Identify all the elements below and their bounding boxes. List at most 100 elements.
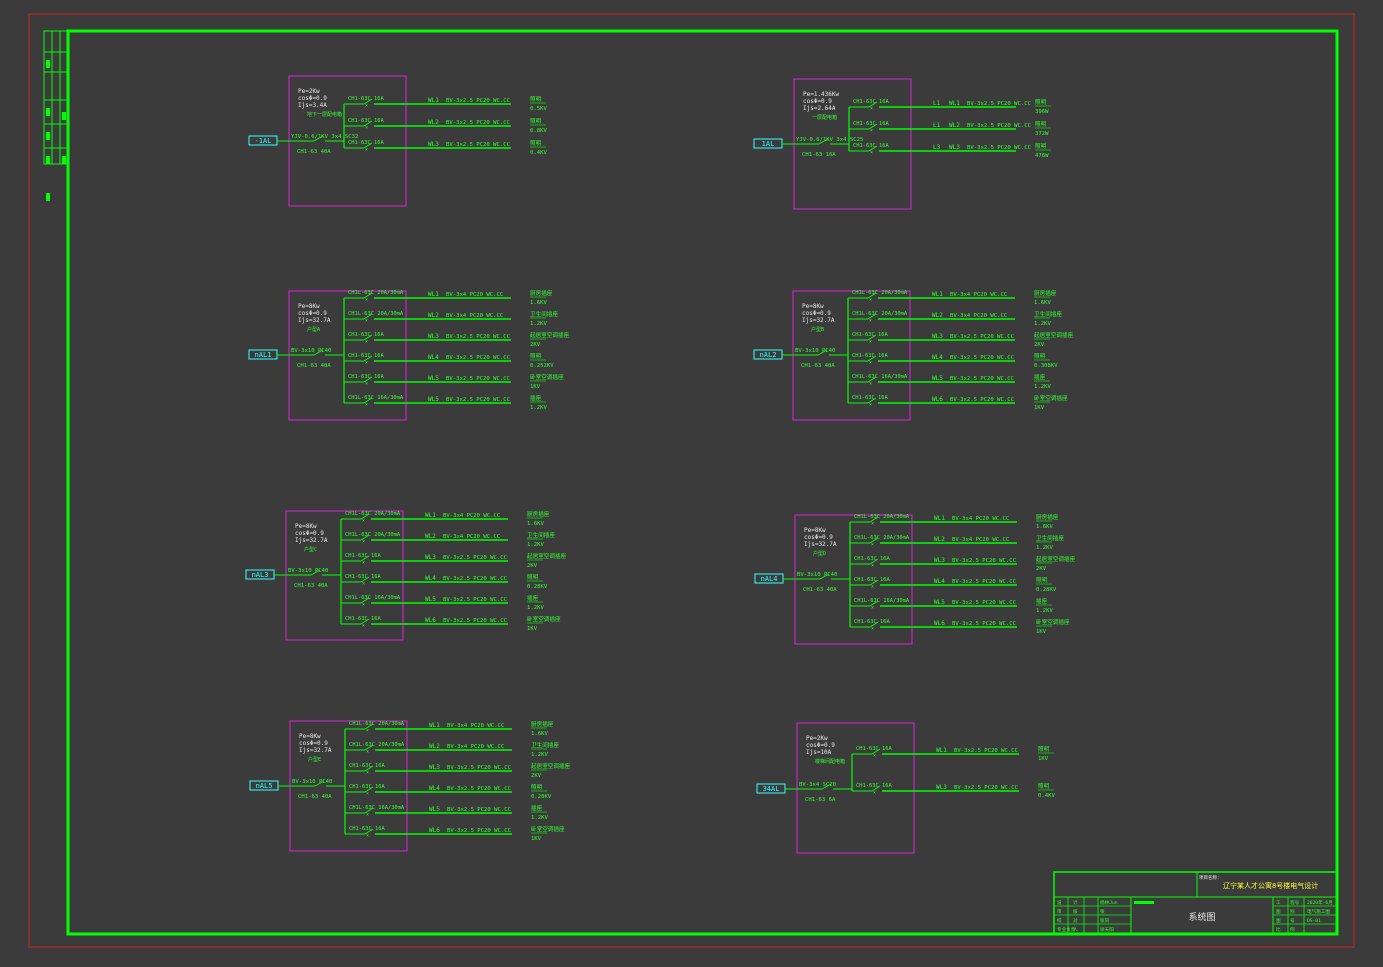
title-cell: 计: [1073, 899, 1078, 906]
branch-breaker: CH1-63C 16A: [345, 553, 381, 559]
branch-switch: [363, 313, 373, 320]
switch-mark: ×: [870, 128, 873, 134]
branch-power: 0.28KV: [531, 794, 552, 800]
branch-cable: BV-3x2.5 PC20 WC.CC: [446, 120, 510, 126]
switch-mark: ×: [871, 626, 874, 632]
branch-power: 1.2KV: [1036, 608, 1053, 614]
title-block-frame: [1053, 871, 1338, 935]
branch-breaker: CH1-63C 16A: [348, 332, 384, 338]
branch-power: 0.4KV: [530, 150, 547, 156]
strip-mark: [46, 108, 50, 116]
branch-circuit-id: WL4: [428, 354, 439, 361]
branch-power: 1.6KV: [1034, 300, 1051, 306]
branch-circuit-id: WL4: [429, 785, 440, 792]
branch-load: 起居室空调插座: [531, 762, 571, 770]
branch-breaker: CH1-63C 16A: [853, 99, 889, 105]
branch-breaker: CH1-63C 16A: [854, 619, 890, 625]
branch-switch: [363, 355, 373, 362]
panel-id: nAL2: [760, 351, 777, 359]
branch-cable: BV-3x2.5 PC20 WC.CC: [954, 785, 1018, 791]
switch-mark: ×: [365, 125, 368, 131]
branch-circuit-id: WL2: [429, 743, 440, 750]
title-cell: 比: [1276, 926, 1281, 933]
feeder-cable: BV-3x10 PC40: [797, 572, 837, 578]
switch-mark: ×: [366, 833, 369, 839]
branch-circuit-id: WL3: [936, 784, 947, 791]
branch-power: 0.4KV: [1038, 793, 1055, 799]
branch-circuit-id: WL5: [425, 596, 436, 603]
branch-load: 照明: [1035, 121, 1047, 128]
panel-param: Ijs=32.7A: [295, 537, 328, 544]
branch-cable: BV-3x2.5 PC20 WC.CC: [967, 123, 1031, 129]
branch-cable: BV-3x2.5 PC20 WC.CC: [952, 621, 1016, 627]
branch-cable: BV-3x2.5 PC20 WC.CC: [967, 145, 1031, 151]
branch-circuit-id: WL1: [934, 515, 945, 522]
panel-id: -1AL: [255, 137, 272, 145]
switch-mark: ×: [365, 402, 368, 408]
panel-id: nAL1: [255, 351, 272, 359]
main-switch: [314, 780, 325, 787]
branch-load: 照明: [1034, 353, 1046, 360]
branch-circuit-id: WL5: [934, 599, 945, 606]
branch-load: 卧室空调插座: [530, 373, 564, 381]
switch-mark: ×: [365, 147, 368, 153]
main-breaker: CH1-63 40A: [297, 149, 331, 155]
feeder-cable: YJV-0.6/1KV 3x4 SC32: [291, 134, 358, 140]
branch-breaker: CH1L-63C 16A/30mA: [345, 595, 401, 601]
switch-mark: ×: [365, 297, 368, 303]
branch-circuit-id: WL3: [932, 333, 943, 340]
panel-param: Ijs=32.7A: [802, 317, 835, 324]
switch-mark: ×: [873, 753, 876, 759]
branch-circuit-id: WL3: [428, 141, 439, 148]
feeder-cable: BV-3x10 PC40: [795, 348, 835, 354]
branch-circuit-id: WL6: [429, 827, 440, 834]
title-cell: 对: [1073, 917, 1078, 924]
branch-cable: BV-3x2.5 PC20 WC.CC: [443, 618, 507, 624]
branch-switch: [364, 765, 374, 772]
branch-cable: BV-3x2.5 PC20 WC.CC: [446, 98, 510, 104]
branch-power: 0.252KV: [530, 363, 554, 369]
branch-breaker: CH1-63C 16A: [852, 353, 888, 359]
strip-mark: [62, 156, 66, 164]
branch-power: 1KV: [531, 836, 542, 842]
branch-power: 1KV: [1038, 756, 1049, 762]
branch-cable: BV-3x2.5 PC20 WC.CC: [446, 397, 510, 403]
switch-mark: ×: [366, 770, 369, 776]
strip-mark: [46, 156, 50, 164]
branch-breaker: CH1L-63C 20A/30mA: [345, 511, 401, 517]
title-cell: 校: [1057, 917, 1062, 924]
branch-power: 1.2KV: [1036, 545, 1053, 551]
panel-param: Pe=8Kw: [299, 733, 321, 740]
branch-switch: [360, 555, 370, 562]
branch-switch: [360, 576, 370, 583]
branch-cable: BV-3x4 PC20 WC.CC: [447, 723, 504, 729]
branch-cable: BV-3x4 PC20 WC.CC: [443, 534, 500, 540]
branch-switch: [364, 786, 374, 793]
switch-mark: ×: [869, 297, 872, 303]
branch-circuit-id: WL3: [429, 764, 440, 771]
branch-breaker: CH1-63C 16A: [349, 784, 385, 790]
main-breaker: CH1-63 40A: [803, 587, 837, 593]
branch-power: 0.28KV: [1036, 587, 1057, 593]
branch-load: 照明: [530, 96, 542, 103]
title-cell: 徐天阳: [1100, 926, 1114, 933]
branch-breaker: CH1L-63C 20A/30mA: [349, 721, 405, 727]
switch-mark: ×: [869, 339, 872, 345]
branch-power: 0.28KV: [527, 584, 548, 590]
branch-cable: BV-3x2.5 PC20 WC.CC: [954, 748, 1018, 754]
branch-switch: [364, 807, 374, 814]
main-breaker: CH1-63 40A: [297, 363, 331, 369]
branch-cable: BV-3x2.5 PC20 WC.CC: [447, 828, 511, 834]
branch-power: 2KV: [527, 563, 538, 569]
branch-power: 1.6KV: [531, 731, 548, 737]
feeder-cable: BV-3x10 PC40: [288, 568, 328, 574]
branch-power: 1.6KV: [1036, 524, 1053, 530]
